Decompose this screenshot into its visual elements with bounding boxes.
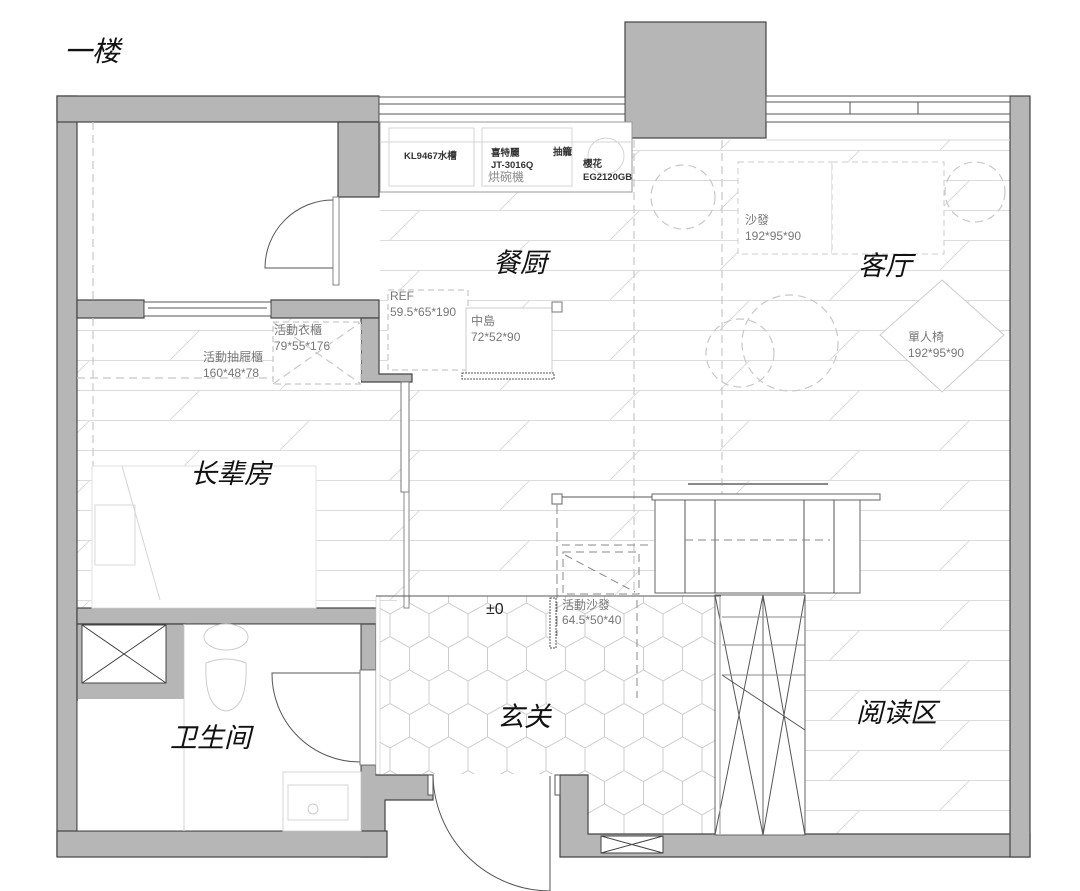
- room-label-kitchen: 餐厨: [493, 248, 551, 279]
- stove-model: EG2120GB: [583, 172, 632, 183]
- room-label-reading: 阅读区: [856, 698, 941, 729]
- stove-brand: 櫻花: [582, 158, 603, 170]
- coffee-table: [741, 294, 839, 392]
- wall-storage-right: [337, 121, 380, 198]
- kitchen-counter: [379, 121, 633, 193]
- room-label-bathroom: 卫生间: [170, 723, 254, 754]
- sliding-track: [461, 372, 555, 380]
- storage-door[interactable]: [264, 199, 334, 269]
- armchair-label: 單人椅: [908, 330, 944, 344]
- drawer-size: 160*48*78: [203, 366, 259, 380]
- island: [465, 307, 553, 377]
- movable-sofa-label: 活動沙發: [562, 597, 610, 612]
- toilet: [205, 658, 247, 712]
- column: [624, 21, 767, 139]
- fridge: [387, 289, 469, 371]
- shelf-unit: [654, 499, 861, 594]
- sofa-size: 192*95*90: [745, 229, 801, 243]
- fridge-label: REF: [390, 289, 414, 303]
- room-label-elder: 长辈房: [190, 459, 273, 490]
- armchair-size: 192*95*90: [908, 346, 964, 360]
- movable-sofa-size: 64.5*50*40: [562, 613, 622, 627]
- toilet-tank: [203, 623, 249, 651]
- hood-label: 抽籠: [553, 146, 573, 158]
- entrance-tile: [376, 596, 721, 774]
- basin-cabinet: [282, 771, 362, 832]
- sofa: [737, 161, 833, 255]
- movable-sofa: [562, 551, 640, 595]
- room-label-entrance: 玄关: [497, 702, 553, 733]
- floor-title: 一楼: [64, 35, 121, 68]
- wardrobe-size: 79*55*176: [274, 339, 330, 353]
- wall-top-left: [56, 95, 380, 123]
- wall-storage-bottom-2: [270, 299, 380, 319]
- wall-right: [1009, 95, 1031, 858]
- desk-top: [651, 493, 881, 501]
- island-label: 中島: [471, 313, 495, 328]
- dishwasher-model: JT-3016Q: [491, 160, 533, 171]
- entry-door[interactable]: [432, 775, 551, 891]
- level-marker: ±0: [486, 601, 504, 618]
- wall-bath-right-top: [360, 623, 377, 671]
- island-size: 72*52*90: [471, 330, 521, 344]
- room-label-living: 客厅: [858, 251, 916, 282]
- wall-left: [56, 95, 78, 857]
- armchair: [879, 279, 1005, 393]
- window-top-right: [765, 95, 1011, 123]
- sofa-label: 沙發: [745, 212, 769, 227]
- storage-window: [143, 301, 272, 317]
- sink-label: KL9467水槽: [404, 150, 457, 162]
- wall-storage-bottom-1: [76, 299, 145, 319]
- wall-elder-bottom: [76, 607, 378, 625]
- elder-door[interactable]: [400, 381, 410, 493]
- wardrobe-label: 活動衣櫃: [274, 322, 322, 337]
- bed: [91, 465, 317, 609]
- entrance-tile-lower: [588, 774, 721, 834]
- dishwasher-brand: 喜特麗: [491, 147, 520, 159]
- wall-bottom-left: [56, 830, 388, 858]
- fridge-size: 59.5*65*190: [390, 305, 456, 319]
- window-top-left: [378, 96, 626, 123]
- dishwasher-name: 烘碗機: [488, 169, 524, 184]
- drawer-label: 活動抽屜櫃: [203, 350, 263, 364]
- bathroom-door[interactable]: [271, 672, 361, 763]
